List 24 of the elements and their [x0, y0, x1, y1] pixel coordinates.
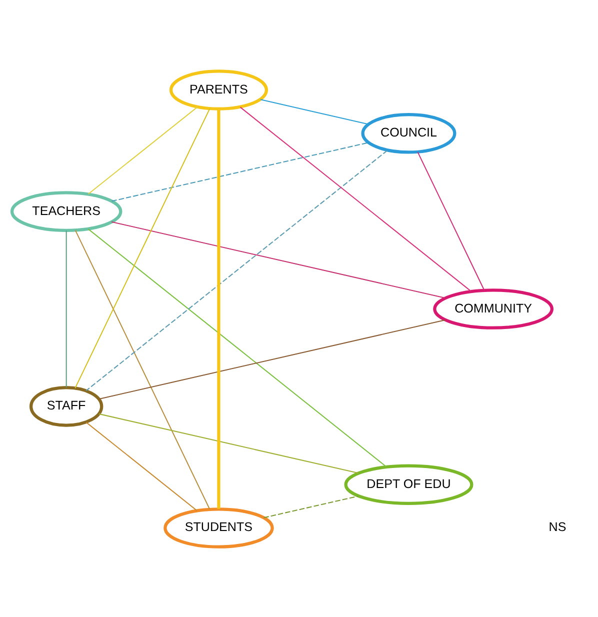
node-ellipse: TEACHERS	[10, 190, 122, 232]
connector	[74, 108, 210, 388]
connector	[86, 421, 198, 510]
connector	[112, 220, 446, 298]
connector	[417, 151, 485, 290]
connector	[88, 106, 198, 194]
node-ellipse: PARENTS	[169, 69, 268, 110]
connector	[99, 318, 446, 399]
connector	[264, 495, 358, 518]
connector	[240, 106, 472, 292]
label: NS	[548, 519, 566, 534]
connector	[260, 98, 369, 124]
connector	[86, 150, 388, 391]
node-ellipse: DEPT OF EDU	[344, 464, 474, 504]
node-ellipse: STAFF	[29, 386, 104, 426]
node-ellipse: COMMUNITY	[433, 288, 554, 329]
connector	[88, 228, 387, 467]
node-ellipse: STUDENTS	[164, 507, 274, 548]
connector	[112, 142, 369, 202]
connector	[74, 230, 210, 509]
connector	[98, 412, 359, 474]
node-ellipse: COUNCIL	[361, 112, 456, 154]
connector	[217, 108, 220, 508]
connector	[66, 230, 67, 387]
